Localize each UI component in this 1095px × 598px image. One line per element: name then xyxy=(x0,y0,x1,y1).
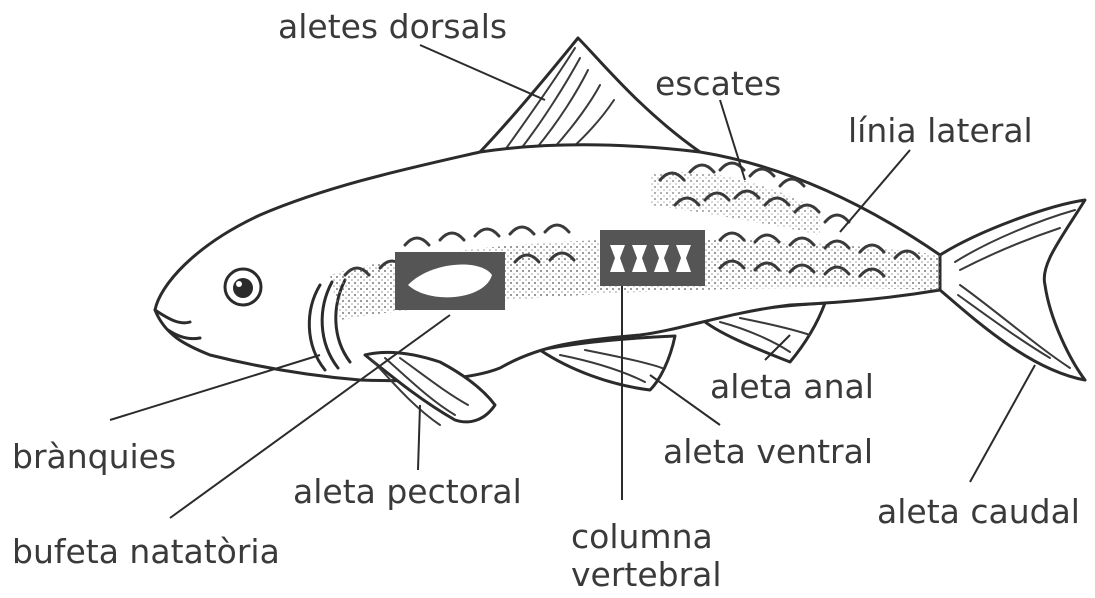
label-anal-fin: aleta anal xyxy=(710,367,874,406)
label-gills: brànquies xyxy=(12,437,176,476)
label-lateral-line: línia lateral xyxy=(848,111,1033,150)
leader-dorsal-fins xyxy=(420,45,545,100)
label-ventral-fin: aleta ventral xyxy=(663,432,873,471)
leader-pectoral-fin xyxy=(418,405,420,470)
eye xyxy=(225,269,261,305)
label-dorsal-fins: aletes dorsals xyxy=(278,7,507,46)
label-pectoral-fin: aleta pectoral xyxy=(293,472,522,511)
label-swim-bladder: bufeta natatòria xyxy=(12,532,280,571)
leader-caudal-fin xyxy=(970,365,1035,482)
label-vertebral-column-line2: vertebral xyxy=(571,555,722,594)
label-caudal-fin: aleta caudal xyxy=(877,492,1080,531)
swim-bladder-window xyxy=(395,252,505,310)
label-vertebral-column-line1: columna xyxy=(571,517,713,556)
vertebral-column-window xyxy=(600,230,705,286)
label-scales: escates xyxy=(655,64,781,103)
caudal-fin xyxy=(940,200,1085,380)
leader-gills xyxy=(110,355,320,420)
